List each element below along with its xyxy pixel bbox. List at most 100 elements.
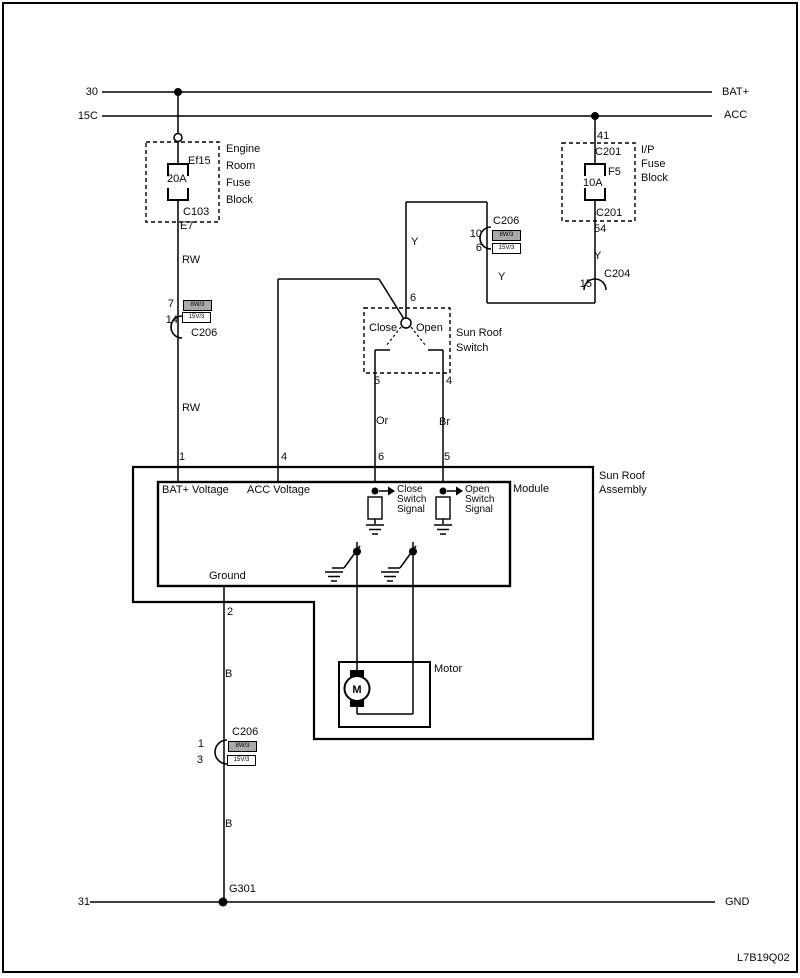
fuseblock-inlet-circle xyxy=(173,132,183,143)
bat-branch xyxy=(167,92,189,482)
sunroof-assembly-name-1: Sun Roof xyxy=(599,470,645,482)
motor-symbol-letter: M xyxy=(352,684,361,696)
engine-fuse-block-name-2: Room xyxy=(226,160,256,172)
c206-bot-harness-ref-b: 15V/3 xyxy=(227,755,256,766)
switch-open-label: Open xyxy=(416,322,443,334)
wire-rw-label-lower: RW xyxy=(182,402,201,414)
relay-contacts xyxy=(325,542,417,582)
c204-connector-arc xyxy=(583,278,607,291)
close-signal-label-3: Signal xyxy=(397,504,425,515)
relay-right-blade xyxy=(399,545,417,569)
switch-common-pivot xyxy=(400,317,412,329)
c204-pin-15: 15 xyxy=(579,278,592,290)
sunroof-assembly-box xyxy=(131,465,595,741)
switch-pin-6-label: 6 xyxy=(410,292,417,304)
pin-54-label: 54 xyxy=(594,223,607,235)
motor-box xyxy=(338,661,431,728)
sunroof-switch-name-1: Sun Roof xyxy=(456,327,502,339)
c206-mid-pin-6: 6 xyxy=(475,242,482,254)
pin-e7-label: E7 xyxy=(180,220,194,232)
sunroof-switch-box xyxy=(363,307,451,374)
engine-fuse-block-name-4: Block xyxy=(226,194,253,206)
sunroof-assembly-name-2: Assembly xyxy=(599,484,647,496)
c206-bot-pin-1: 1 xyxy=(197,738,204,750)
sunroof-switch-name-2: Switch xyxy=(456,342,489,354)
pin-41-label: 41 xyxy=(597,130,610,142)
motor-circle xyxy=(343,675,371,702)
relay-left-blade xyxy=(343,545,361,569)
motor-terminal-top xyxy=(350,670,364,679)
wire-y-mid-label: Y xyxy=(498,271,506,283)
module-pin-2-label: 2 xyxy=(227,606,234,618)
module-pin-1-label: 1 xyxy=(179,451,186,463)
c206-mid-harness-ref-a: 8W/3 xyxy=(492,230,521,241)
c206-bot-harness-ref-a: 8W/3 xyxy=(228,741,257,752)
circuit-30-label: 30 xyxy=(85,86,98,98)
wire-b-label-lower: B xyxy=(225,818,233,830)
connector-c201-top-label: C201 xyxy=(595,146,622,158)
open-signal-label-3: Signal xyxy=(465,504,493,515)
sunroof-switch-symbol xyxy=(277,278,444,482)
c206-mid-name: C206 xyxy=(493,215,520,227)
module-pin-6-label: 6 xyxy=(378,451,385,463)
c204-name: C204 xyxy=(604,268,631,280)
connector-c201-bottom-label: C201 xyxy=(596,207,623,219)
engine-fuse-block-name-3: Fuse xyxy=(226,177,251,189)
acc-branch xyxy=(405,116,606,318)
fuse-ef15-rating: 20A xyxy=(167,173,187,185)
gnd-junction-dot xyxy=(218,897,228,907)
c206-mid-connector-arc xyxy=(479,226,492,250)
c206-bot-connector-arc xyxy=(214,739,228,765)
motor-assembly xyxy=(338,551,431,728)
circuit-15c-label: 15C xyxy=(77,110,98,122)
connector-c103-label: C103 xyxy=(183,206,210,218)
ground-point-g301-label: G301 xyxy=(229,883,256,895)
open-signal-label-2: Switch xyxy=(465,494,495,505)
gnd-rail-label: GND xyxy=(725,896,750,908)
wire-b-label-upper: B xyxy=(225,668,233,680)
fuse-ef15-label: Ef15 xyxy=(188,155,211,167)
close-junction-dot xyxy=(371,487,379,495)
fuse-ef15-bottom-bracket xyxy=(167,188,189,201)
close-resistor xyxy=(367,496,383,520)
c206-top-harness-ref-b: 15V/3 xyxy=(182,312,211,323)
module-pin-4-label: 4 xyxy=(281,451,288,463)
open-signal-label-1: Open xyxy=(465,484,490,495)
c206-top-pin-7: 7 xyxy=(167,298,174,310)
fuse-f5-rating: 10A xyxy=(583,177,603,189)
close-signal-circuit xyxy=(366,486,395,535)
module-pin-5-label: 5 xyxy=(444,451,451,463)
open-resistor xyxy=(435,496,451,520)
acc-rail-label: ACC xyxy=(724,109,748,121)
switch-blade-close-dashed xyxy=(385,326,402,347)
ip-fuse-block-name-2: Fuse xyxy=(641,158,666,170)
close-signal-label-2: Switch xyxy=(397,494,427,505)
switch-pin-5-label: 5 xyxy=(374,375,381,387)
acc-voltage-label: ACC Voltage xyxy=(247,484,310,496)
switch-pin-4-label: 4 xyxy=(446,375,453,387)
wire-y-switch-label: Y xyxy=(411,236,419,248)
wire-acc-voltage-diagonal xyxy=(378,278,405,320)
ip-fuse-block-name-1: I/P xyxy=(641,144,655,156)
ground-label: Ground xyxy=(209,570,246,582)
fuse-f5-bottom-bracket xyxy=(584,188,606,201)
open-junction-dot xyxy=(439,487,447,495)
c206-mid-pin-10: 10 xyxy=(469,228,482,240)
engine-fuse-block-name-1: Engine xyxy=(226,143,261,155)
circuit-31-label: 31 xyxy=(77,896,90,908)
c206-top-harness-ref-a: 8W/3 xyxy=(183,300,212,311)
wire-rw-label-upper: RW xyxy=(182,254,201,266)
close-signal-label-1: Close xyxy=(397,484,423,495)
motor-label: Motor xyxy=(434,663,463,675)
fuse-f5-top-bracket xyxy=(584,163,606,176)
motor-terminal-bottom xyxy=(350,698,364,707)
fuse-f5-label: F5 xyxy=(608,166,621,178)
wire-or-label: Or xyxy=(376,415,389,427)
inline-connectors xyxy=(170,226,607,765)
open-signal-circuit xyxy=(434,486,463,535)
diagram-code-label: L7B19Q02 xyxy=(737,952,790,964)
open-arrow-head-icon xyxy=(456,486,463,496)
c206-bot-name: C206 xyxy=(232,726,259,738)
